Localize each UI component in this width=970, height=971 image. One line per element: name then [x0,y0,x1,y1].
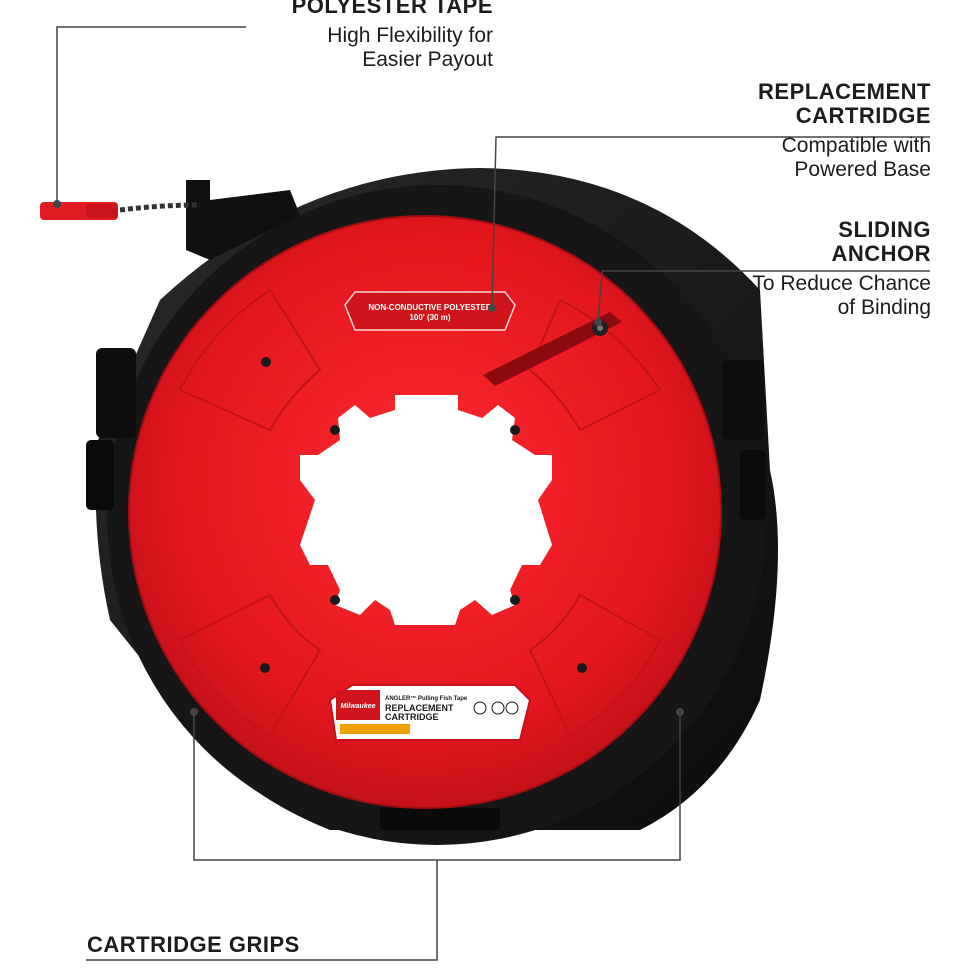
label-line1: ANGLER™ Pulling Fish Tape [385,695,468,702]
callout-anchor-line1: To Reduce Chance [752,272,931,295]
callout-cart-line2: Powered Base [794,158,931,181]
callout-cart-title1: REPLACEMENT [758,79,931,104]
bottom-product-label: Milwaukee ANGLER™ Pulling Fish Tape REPL… [328,684,532,741]
callout-anchor-title2: ANCHOR [831,241,931,266]
top-label-line2: 100' (30 m) [409,313,450,322]
callout-tape-title: POLYESTER TAPE [291,0,493,18]
callout-tape-line1: High Flexibility for [327,24,493,47]
center-hub-opening [300,395,552,625]
label-brand: Milwaukee [340,703,375,710]
callout-grips-title: CARTRIDGE GRIPS [87,932,300,957]
top-label-plate: NON-CONDUCTIVE POLYESTER 100' (30 m) [344,291,516,331]
callout-cart-desc: Compatible with Powered Base [758,134,931,182]
callout-cartridge-grips: CARTRIDGE GRIPS [87,933,300,957]
callout-replacement-cartridge: REPLACEMENT CARTRIDGE Compatible with Po… [758,80,931,182]
polyester-tape [40,202,201,220]
anchor-leader-line [597,270,930,323]
callout-anchor-line2: of Binding [837,296,931,319]
callout-tape-line2: Easier Payout [362,48,493,71]
top-label-line1: NON-CONDUCTIVE POLYESTER [368,303,491,312]
callout-cart-line1: Compatible with [781,134,931,157]
red-cartridge-face [128,215,722,809]
leader-lines [53,26,930,961]
grip-tab-left [96,348,136,438]
label-line2: REPLACEMENT [385,703,454,713]
callout-tape-desc: High Flexibility for Easier Payout [292,24,493,72]
callout-sliding-anchor: SLIDING ANCHOR To Reduce Chance of Bindi… [752,218,931,320]
grip-tab-right [722,360,764,440]
callout-polyester-tape: POLYESTER TAPE High Flexibility for Easi… [292,0,493,72]
callout-anchor-desc: To Reduce Chance of Binding [752,272,931,320]
callout-anchor-title1: SLIDING [838,217,931,242]
label-line3: CARTRIDGE [385,712,439,722]
tape-leader-line [56,26,246,205]
cartridge-leader-line [491,136,930,309]
callout-cart-title2: CARTRIDGE [795,103,931,128]
